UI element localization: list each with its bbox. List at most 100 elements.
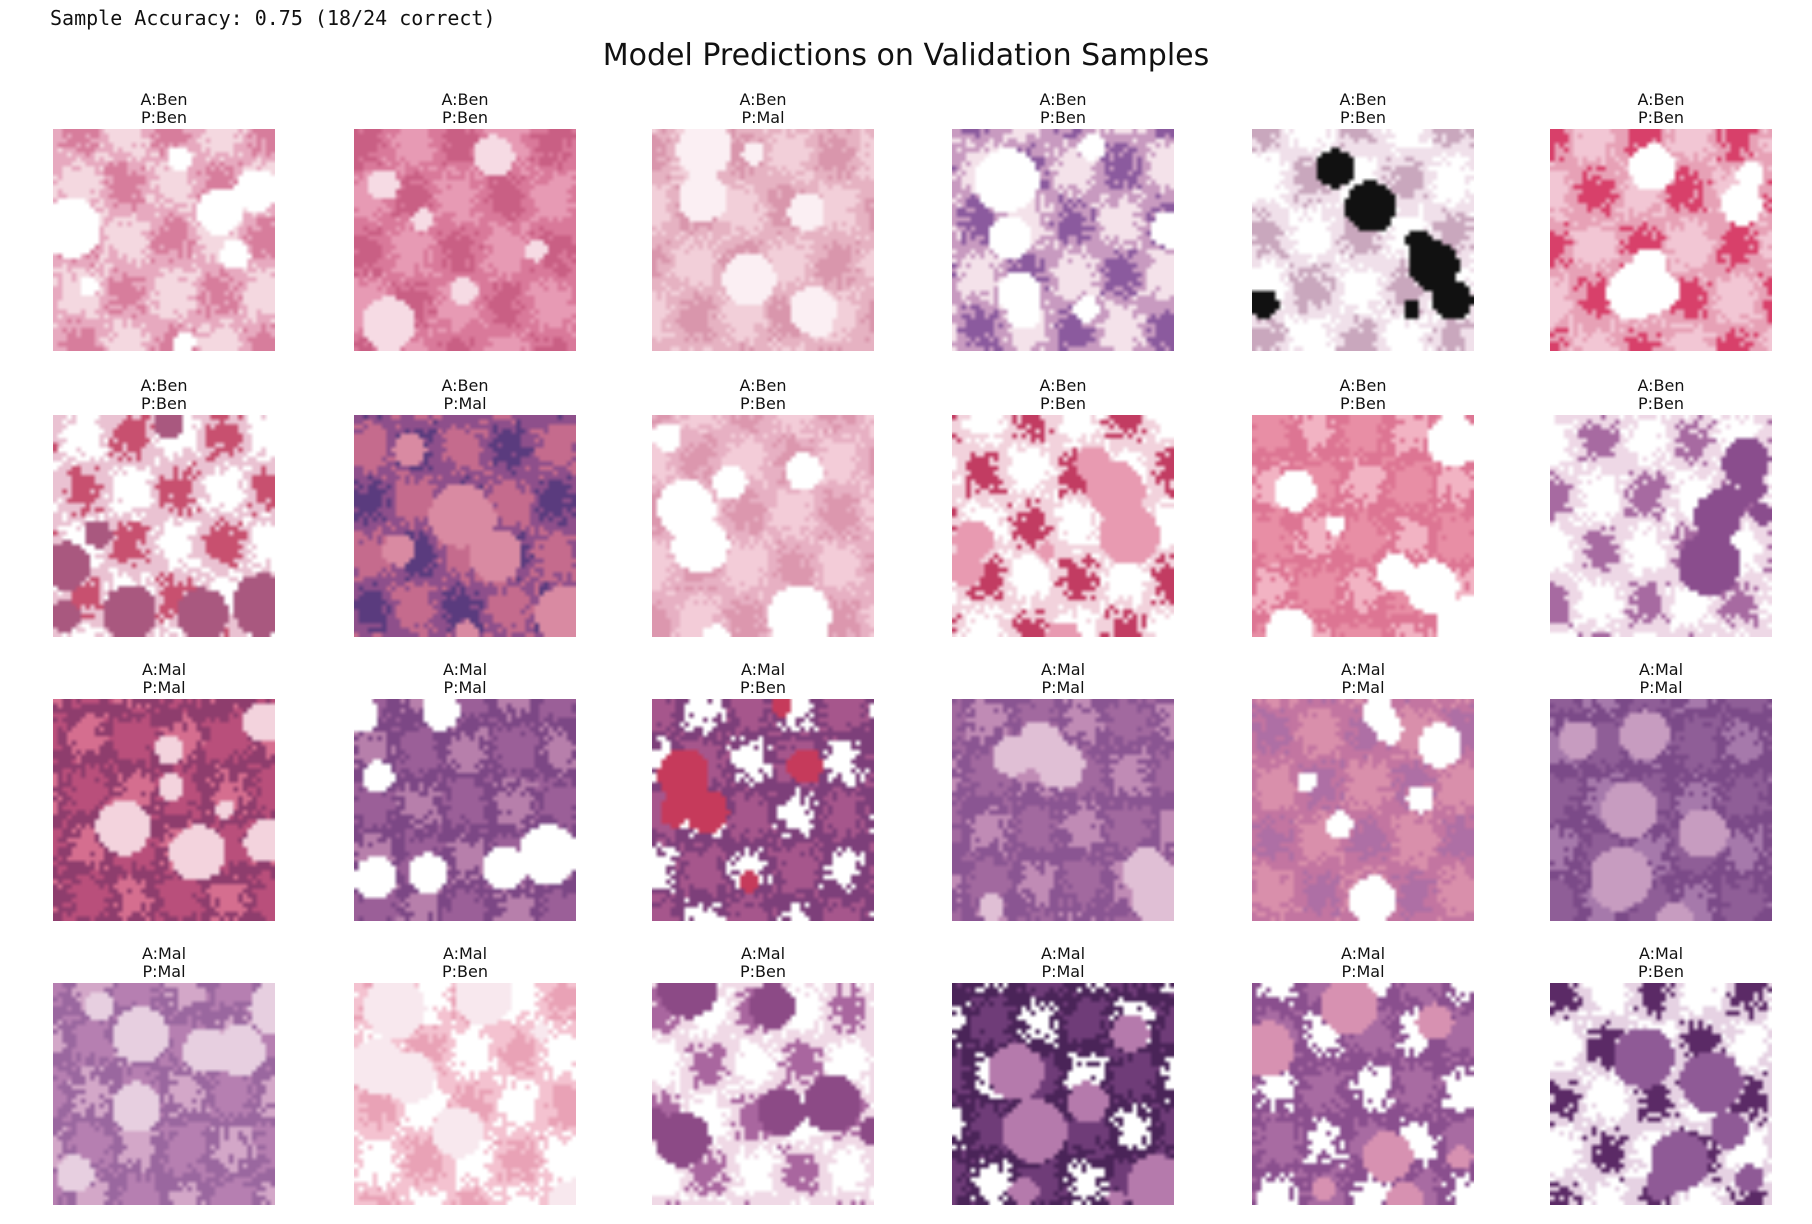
- predicted-label: P:Mal: [1639, 678, 1683, 697]
- predicted-label: P:Mal: [1341, 678, 1385, 697]
- histology-image: [952, 415, 1174, 637]
- histology-image: [354, 129, 576, 351]
- actual-label: A:Ben: [140, 376, 188, 395]
- predicted-label: P:Mal: [142, 962, 186, 981]
- histology-image: [1252, 415, 1474, 637]
- actual-label: A:Mal: [1040, 944, 1086, 963]
- actual-label: A:Mal: [141, 660, 187, 679]
- histology-image: [1252, 699, 1474, 921]
- predicted-label: P:Mal: [1041, 678, 1085, 697]
- actual-label: A:Ben: [1039, 376, 1087, 395]
- predicted-label: P:Ben: [1340, 394, 1386, 413]
- histology-image: [952, 129, 1174, 351]
- actual-label: A:Ben: [1339, 376, 1387, 395]
- histology-image: [952, 983, 1174, 1205]
- histology-image: [1550, 415, 1772, 637]
- predicted-label: P:Ben: [740, 394, 786, 413]
- predicted-label: P:Mal: [1341, 962, 1385, 981]
- histology-image: [354, 983, 576, 1205]
- predicted-label: P:Ben: [1638, 394, 1684, 413]
- predicted-label: P:Mal: [741, 108, 785, 127]
- console-output: Sample Accuracy: 0.75 (18/24 correct): [50, 6, 496, 30]
- actual-label: A:Mal: [740, 944, 786, 963]
- histology-image: [1252, 129, 1474, 351]
- actual-label: A:Ben: [441, 376, 489, 395]
- predicted-label: P:Mal: [1041, 962, 1085, 981]
- actual-label: A:Ben: [739, 90, 787, 109]
- histology-image: [652, 129, 874, 351]
- actual-label: A:Ben: [1637, 376, 1685, 395]
- actual-label: A:Mal: [141, 944, 187, 963]
- histology-image: [1550, 129, 1772, 351]
- actual-label: A:Ben: [140, 90, 188, 109]
- actual-label: A:Mal: [442, 944, 488, 963]
- predicted-label: P:Ben: [740, 678, 786, 697]
- histology-image: [652, 699, 874, 921]
- histology-image: [652, 415, 874, 637]
- predicted-label: P:Mal: [142, 678, 186, 697]
- predicted-label: P:Ben: [442, 108, 488, 127]
- histology-image: [1550, 983, 1772, 1205]
- histology-image: [354, 415, 576, 637]
- actual-label: A:Mal: [1040, 660, 1086, 679]
- actual-label: A:Ben: [1039, 90, 1087, 109]
- histology-image: [952, 699, 1174, 921]
- predicted-label: P:Mal: [443, 678, 487, 697]
- predicted-label: P:Ben: [141, 108, 187, 127]
- actual-label: A:Mal: [442, 660, 488, 679]
- actual-label: A:Ben: [441, 90, 489, 109]
- actual-label: A:Ben: [739, 376, 787, 395]
- histology-image: [53, 415, 275, 637]
- predicted-label: P:Ben: [1340, 108, 1386, 127]
- predicted-label: P:Ben: [1040, 394, 1086, 413]
- predicted-label: P:Ben: [442, 962, 488, 981]
- actual-label: A:Ben: [1637, 90, 1685, 109]
- predicted-label: P:Ben: [141, 394, 187, 413]
- histology-image: [53, 699, 275, 921]
- actual-label: A:Mal: [1638, 660, 1684, 679]
- actual-label: A:Mal: [1340, 944, 1386, 963]
- histology-image: [1550, 699, 1772, 921]
- actual-label: A:Mal: [1638, 944, 1684, 963]
- predicted-label: P:Ben: [740, 962, 786, 981]
- predicted-label: P:Mal: [443, 394, 487, 413]
- figure-title: Model Predictions on Validation Samples: [602, 38, 1210, 73]
- histology-image: [53, 129, 275, 351]
